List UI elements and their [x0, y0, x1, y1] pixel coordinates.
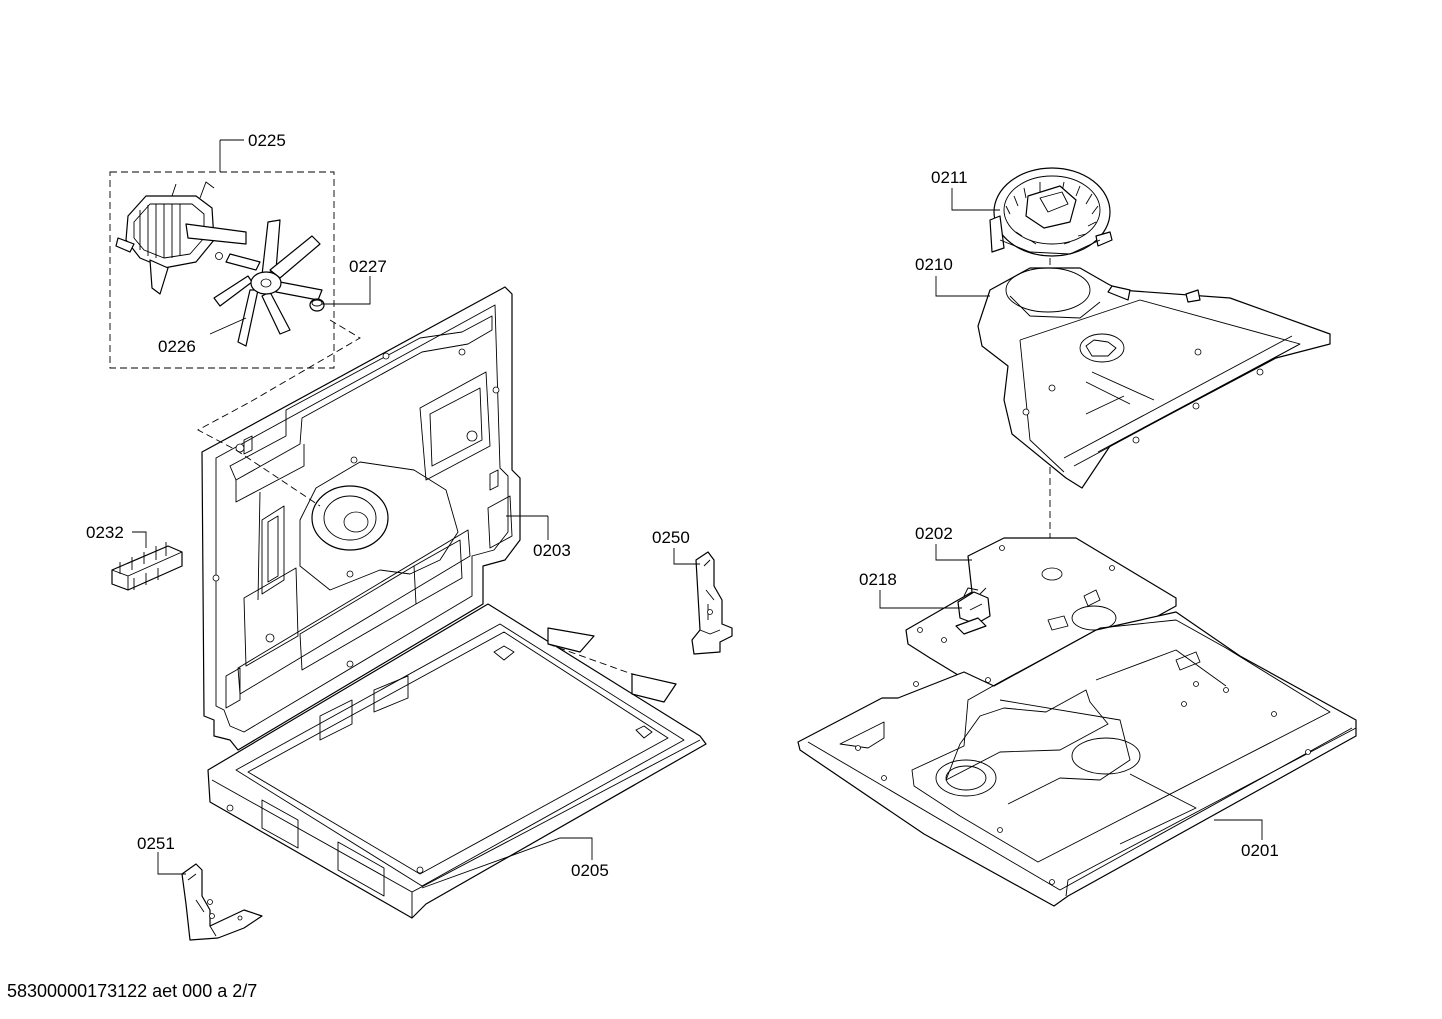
air-duct	[977, 267, 1331, 489]
fan-wheel	[213, 219, 323, 347]
part-label-0251: 0251	[137, 834, 175, 853]
leader-0251	[157, 852, 186, 875]
bottom-frame	[207, 603, 707, 919]
part-label-0210: 0210	[915, 255, 953, 274]
fan-motor-group	[109, 171, 335, 369]
fan-motor	[115, 181, 247, 295]
part-label-0218: 0218	[859, 570, 897, 589]
heater-cover-plate	[905, 537, 1177, 699]
leader-0201	[1214, 819, 1263, 840]
part-label-0250: 0250	[652, 528, 690, 547]
leader-0225	[219, 139, 244, 172]
part-label-0203: 0203	[533, 541, 571, 560]
leader-0205	[421, 837, 593, 889]
leader-0232	[132, 531, 147, 548]
leader-lines	[132, 139, 1263, 889]
leader-0227	[322, 276, 371, 305]
leader-0218	[879, 590, 962, 609]
leader-0211	[951, 188, 1000, 211]
alignment-line-fan-center	[235, 449, 321, 507]
part-labels: 0225 0226 0227 0232 0203 0250 0251 0205 …	[86, 131, 1279, 880]
leader-0202	[935, 544, 972, 561]
terminal-block	[111, 542, 183, 591]
blower-fan	[989, 167, 1113, 257]
bracket-left	[181, 863, 263, 941]
bracket-right	[691, 551, 733, 655]
part-label-0232: 0232	[86, 523, 124, 542]
part-label-0201: 0201	[1241, 841, 1279, 860]
thermostat	[955, 587, 991, 635]
part-label-0202: 0202	[915, 524, 953, 543]
alignment-line-fan	[197, 319, 361, 451]
leader-0250	[673, 548, 700, 565]
document-id: 58300000173122 aet 000 a 2/7	[7, 981, 258, 1001]
leader-0203	[506, 515, 549, 540]
base-plate	[797, 611, 1357, 907]
part-label-0225: 0225	[248, 131, 286, 150]
leader-0226	[209, 317, 247, 335]
part-label-0205: 0205	[571, 861, 609, 880]
rear-wall-panel	[201, 286, 521, 751]
part-label-0211: 0211	[931, 168, 968, 187]
group-box-0225	[109, 171, 335, 369]
fan-nut	[309, 298, 325, 312]
part-label-0227: 0227	[349, 257, 387, 276]
leader-0210	[935, 276, 990, 297]
part-label-0226: 0226	[158, 337, 196, 356]
